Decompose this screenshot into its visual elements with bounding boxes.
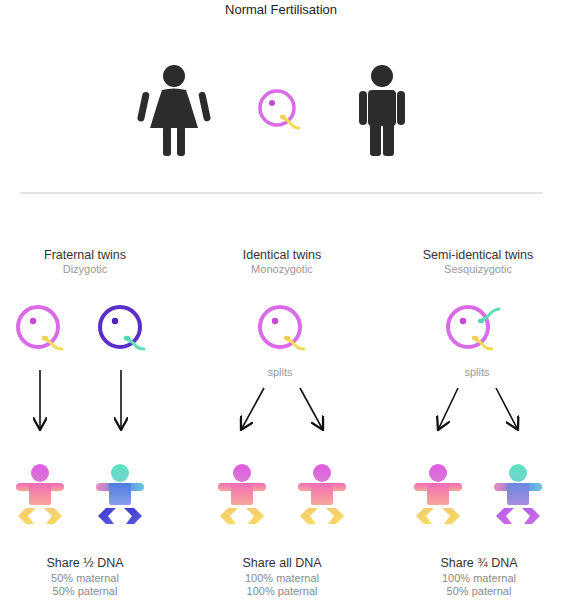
baby-figure xyxy=(16,464,542,524)
step-note: splits xyxy=(267,366,292,379)
column-subheading: Dizygotic xyxy=(63,263,108,276)
egg-cell xyxy=(18,307,62,349)
arrow xyxy=(40,370,518,430)
egg-cell xyxy=(100,307,144,349)
inheritance-note: 100% paternal xyxy=(247,585,318,598)
step-note: splits xyxy=(464,366,489,379)
column-heading: Identical twins xyxy=(243,248,322,262)
diagram-title: Normal Fertilisation xyxy=(225,3,337,18)
egg-cell xyxy=(448,307,499,349)
inheritance-note: 100% maternal xyxy=(245,572,319,585)
egg-cell xyxy=(260,307,304,349)
egg-cell xyxy=(260,91,299,128)
column-subheading: Monozygotic xyxy=(251,263,313,276)
inheritance-note: 100% maternal xyxy=(442,572,516,585)
man-icon xyxy=(359,65,405,156)
divider xyxy=(20,193,542,194)
column-heading: Semi-identical twins xyxy=(423,248,533,262)
column-heading: Fraternal twins xyxy=(44,248,126,262)
woman-icon xyxy=(137,65,211,156)
share-summary: Share all DNA xyxy=(242,556,321,570)
share-summary: Share ¾ DNA xyxy=(440,556,517,570)
inheritance-note: 50% maternal xyxy=(51,572,119,585)
inheritance-note: 50% paternal xyxy=(447,585,512,598)
share-summary: Share ½ DNA xyxy=(46,556,123,570)
column-subheading: Sesquizygotic xyxy=(444,263,512,276)
inheritance-note: 50% paternal xyxy=(53,585,118,598)
